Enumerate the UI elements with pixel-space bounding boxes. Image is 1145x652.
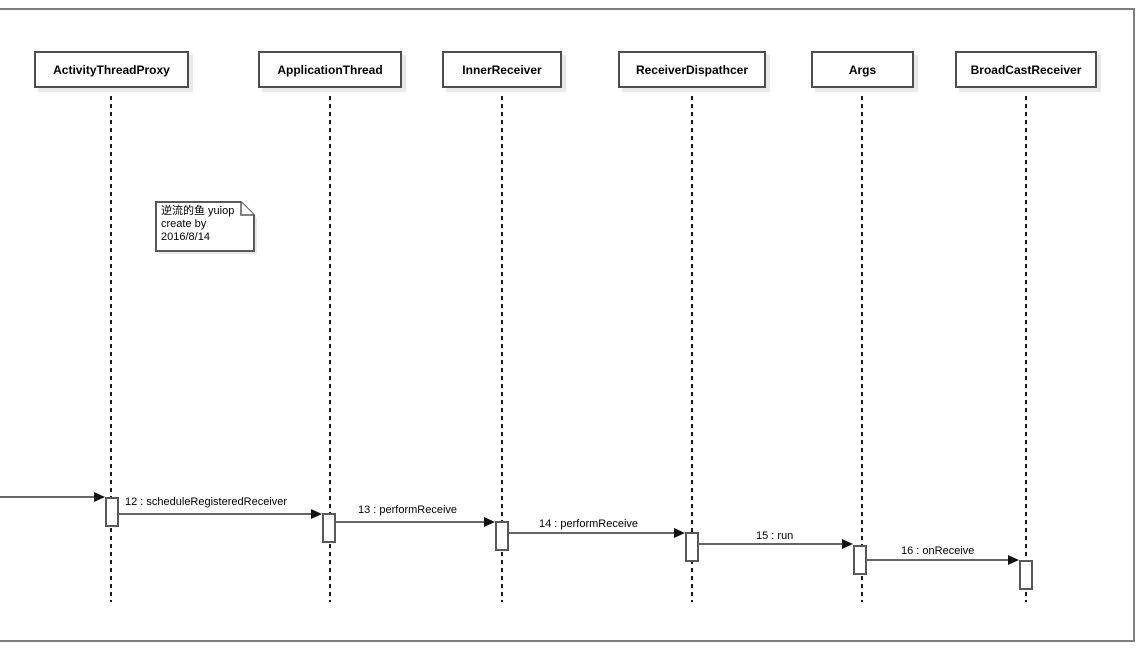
activation-bar-applicationthread [322, 513, 336, 543]
frame-bottom-border [0, 640, 1135, 642]
frame-right-border [1133, 8, 1135, 642]
message-13-line [336, 521, 485, 523]
participant-broadcastreceiver: BroadCastReceiver [955, 51, 1097, 88]
activation-bar-args [853, 545, 867, 575]
participant-label: InnerReceiver [462, 62, 542, 77]
participant-activitythreadproxy: ActivityThreadProxy [34, 51, 189, 88]
message-13-arrowhead-icon [484, 517, 495, 527]
participant-label: ApplicationThread [277, 62, 383, 77]
note-shape [155, 201, 257, 254]
activation-bar-innerreceiver [495, 521, 509, 551]
message-14-line [509, 532, 675, 534]
lifeline-receiverdispathcer [691, 88, 693, 602]
frame-top-border [0, 8, 1135, 10]
participant-label: ReceiverDispathcer [635, 62, 749, 77]
activation-bar-receiverdispathcer [685, 532, 699, 562]
message-13-label: 13 : performReceive [358, 504, 458, 516]
lifeline-applicationthread [329, 88, 331, 602]
participant-applicationthread: ApplicationThread [258, 51, 402, 88]
message-16-label: 16 : onReceive [901, 545, 975, 557]
participant-label: BroadCastReceiver [970, 62, 1082, 77]
activation-bar-activitythreadproxy [105, 497, 119, 527]
participant-args: Args [811, 51, 914, 88]
note-line-3: 2016/8/14 [161, 231, 210, 243]
message-16-arrowhead-icon [1008, 555, 1019, 565]
participant-innerreceiver: InnerReceiver [442, 51, 562, 88]
lifeline-args [861, 88, 863, 602]
message-12-line [119, 513, 312, 515]
participant-label: Args [848, 62, 877, 77]
message-incoming-line [0, 496, 95, 498]
message-15-line [699, 543, 843, 545]
participant-receiverdispathcer: ReceiverDispathcer [618, 51, 766, 88]
message-12-arrowhead-icon [311, 509, 322, 519]
lifeline-broadcastreceiver [1025, 88, 1027, 602]
note-text: 逆流的鱼 yuiop create by 2016/8/14 [161, 205, 234, 244]
note-line-1: 逆流的鱼 yuiop [161, 205, 235, 217]
message-incoming-arrowhead-icon [94, 492, 105, 502]
participant-label: ActivityThreadProxy [53, 62, 170, 77]
note-line-2: create by [161, 218, 207, 230]
message-12-label: 12 : scheduleRegisteredReceiver [125, 496, 288, 508]
lifeline-activitythreadproxy [110, 88, 112, 602]
message-16-line [867, 559, 1009, 561]
message-15-label: 15 : run [756, 530, 794, 542]
message-14-arrowhead-icon [674, 528, 685, 538]
note-box: 逆流的鱼 yuiop create by 2016/8/14 [155, 201, 257, 254]
lifeline-innerreceiver [501, 88, 503, 602]
activation-bar-broadcastreceiver [1019, 560, 1033, 590]
message-14-label: 14 : performReceive [539, 518, 639, 530]
message-15-arrowhead-icon [842, 539, 853, 549]
